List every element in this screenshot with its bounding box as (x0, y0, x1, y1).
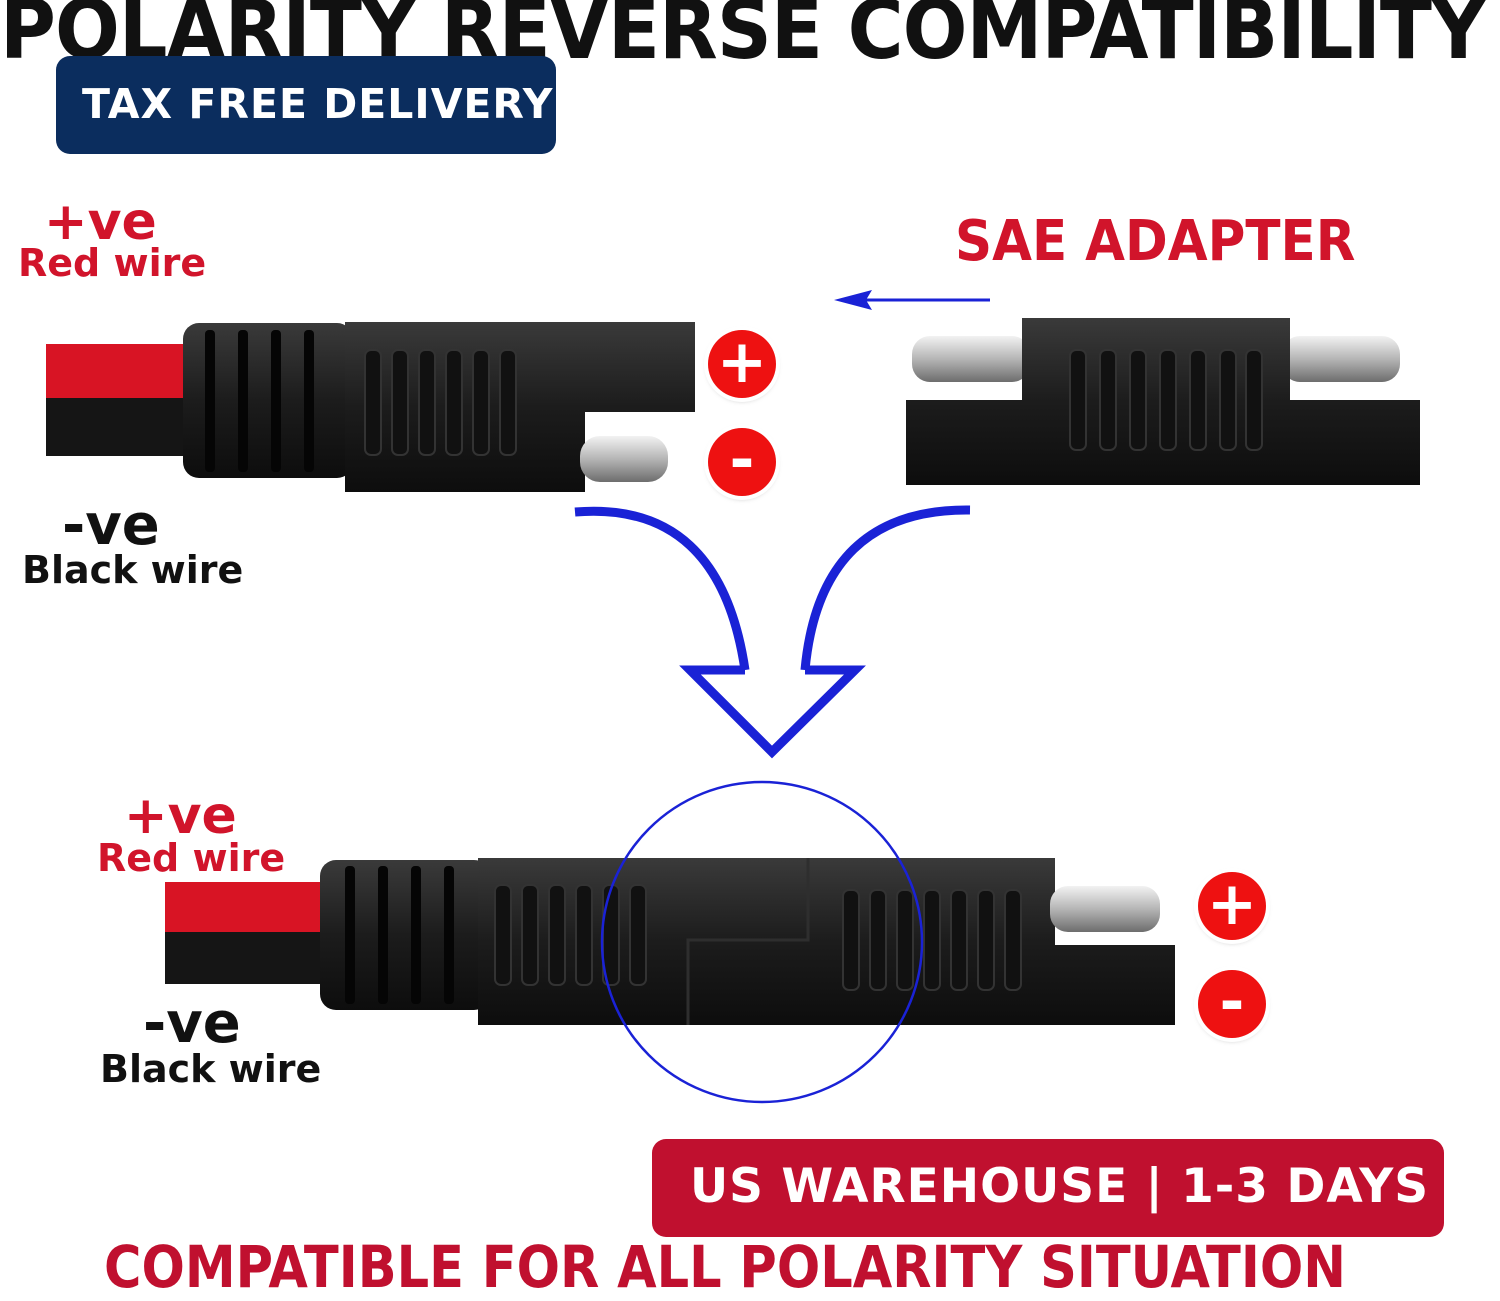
bottom-red-wire (165, 882, 335, 940)
top-negative-label: -ve (62, 493, 160, 558)
adapter-ridges (1069, 349, 1263, 451)
bottom-plug-body (478, 858, 1175, 1025)
bottom-negative-label: -ve (143, 991, 241, 1056)
top-positive-label: +ve (44, 192, 157, 252)
top-minus-symbol: - (729, 425, 755, 495)
bottom-cable (165, 858, 1175, 1025)
bottom-strain-relief (320, 860, 490, 1010)
plus-icon: + (708, 330, 776, 398)
bottom-minus-symbol: - (1219, 967, 1245, 1037)
insert-arrow (834, 290, 990, 310)
bottom-pin (1050, 886, 1160, 932)
bottom-red-wire-label: Red wire (97, 836, 286, 880)
bottom-black-wire-label: Black wire (100, 1047, 322, 1091)
top-red-wire (46, 344, 206, 402)
top-cable (46, 322, 695, 492)
tax-free-badge: TAX FREE DELIVERY (56, 56, 556, 154)
warehouse-badge: US WAREHOUSE | 1-3 DAYS (652, 1139, 1444, 1237)
plus-icon: + (1198, 872, 1266, 940)
adapter-pin-right (1282, 336, 1400, 382)
warehouse-badge-text: US WAREHOUSE | 1-3 DAYS (690, 1159, 1430, 1214)
top-black-wire (46, 398, 206, 456)
bottom-plug-ridges (494, 884, 1022, 991)
top-plug-ridges (364, 349, 517, 456)
sae-adapter-label: SAE ADAPTER (955, 209, 1356, 274)
tax-free-badge-text: TAX FREE DELIVERY (82, 80, 554, 128)
minus-icon: - (708, 428, 776, 496)
sae-adapter (906, 318, 1420, 485)
bottom-positive-label: +ve (124, 786, 237, 846)
top-black-wire-label: Black wire (22, 548, 244, 592)
bottom-black-wire (165, 932, 335, 984)
top-strain-relief (183, 323, 353, 478)
top-pin (580, 436, 668, 482)
bottom-plus-symbol: + (1206, 869, 1258, 939)
top-plus-symbol: + (716, 327, 768, 397)
merge-arrow (574, 505, 971, 759)
top-red-wire-label: Red wire (18, 241, 207, 285)
adapter-pin-left (912, 336, 1030, 382)
minus-icon: - (1198, 970, 1266, 1038)
bottom-plug-joint (686, 858, 810, 1025)
highlight-circle (600, 780, 924, 1104)
footer-caption: COMPATIBLE FOR ALL POLARITY SITUATION (104, 1233, 1346, 1301)
